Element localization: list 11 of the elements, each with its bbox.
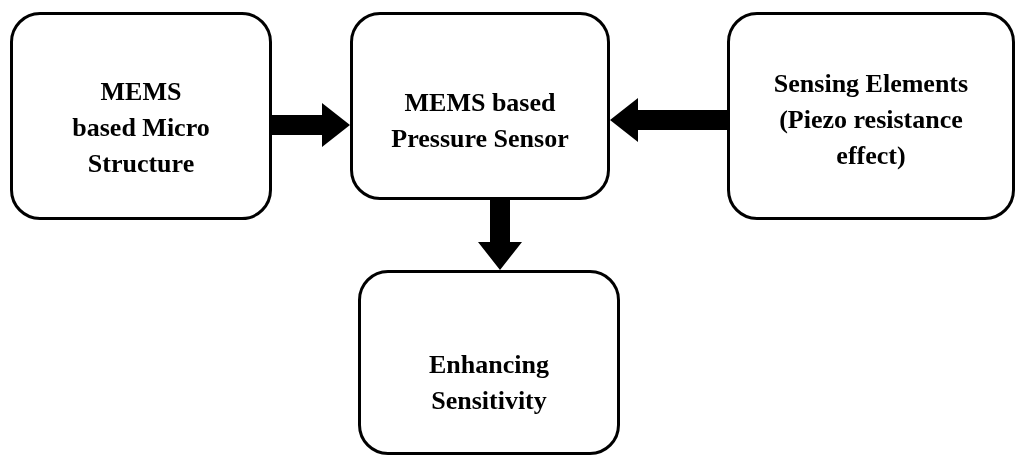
process-box xyxy=(10,12,272,220)
box-label: MEMS based Micro Structure xyxy=(71,76,211,180)
box-label: Enhancing Sensitivity xyxy=(428,348,550,417)
process-box xyxy=(350,12,610,200)
block-arrow xyxy=(272,103,350,147)
block-arrow xyxy=(478,200,522,270)
process-box xyxy=(727,12,1015,220)
block-arrow xyxy=(610,98,727,142)
box-label: Sensing Elements (Piezo resistance effect) xyxy=(772,68,970,172)
box-label: MEMS based Pressure Sensor xyxy=(390,87,570,155)
process-box xyxy=(358,270,620,455)
